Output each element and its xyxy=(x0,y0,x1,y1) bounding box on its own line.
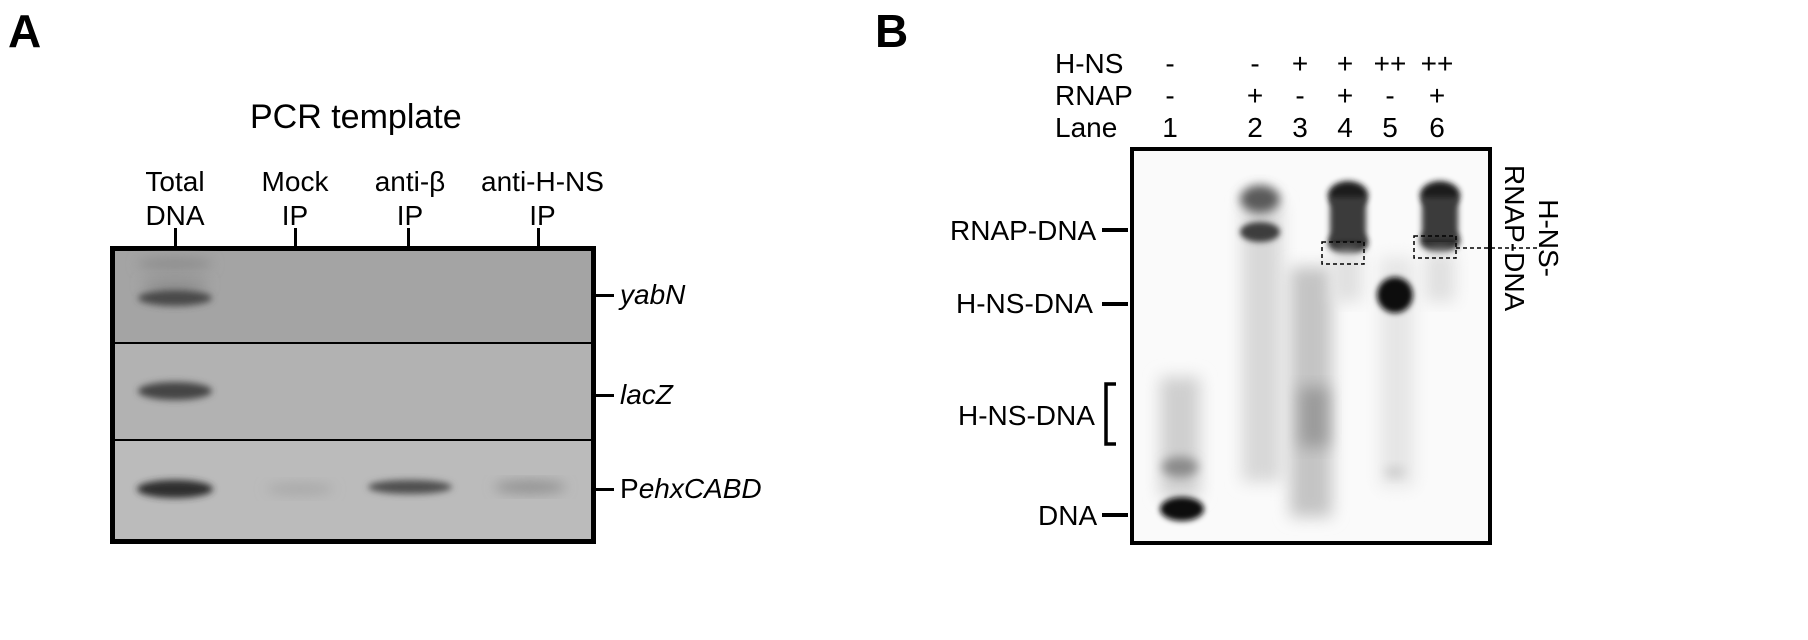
band-tick xyxy=(1102,302,1128,306)
hns-value-lane-2: - xyxy=(1250,48,1260,79)
lane-tick xyxy=(537,228,540,248)
row-label-lacz: lacZ xyxy=(620,379,673,410)
rnap-value-lane-4: + xyxy=(1336,80,1354,111)
dashed-box xyxy=(1321,241,1365,265)
band-label-rnap-dna: RNAP-DNA xyxy=(950,215,1097,246)
lane-number-4: 4 xyxy=(1337,112,1353,143)
rnap-value-lane-6: + xyxy=(1428,80,1446,111)
condition-label-lane: Lane xyxy=(1055,112,1118,143)
row-label-pehxcabd: PehxCABD xyxy=(620,473,762,504)
gel-b-image xyxy=(1130,147,1492,545)
gel-a-image xyxy=(110,246,596,544)
row-label-yabn: yabN xyxy=(620,279,686,310)
complex-label-hns-rnap-dna: H-NS- RNAP-DNA xyxy=(1499,165,1564,312)
rnap-value-lane-3: - xyxy=(1295,80,1305,111)
lane-tick xyxy=(407,228,410,248)
bracket-icon xyxy=(1104,382,1116,446)
row-tick xyxy=(596,394,614,397)
hns-value-lane-6: ++ xyxy=(1420,48,1454,79)
band-label-hns-dna-smear: H-NS-DNA xyxy=(958,400,1095,431)
hns-value-lane-1: - xyxy=(1165,48,1175,79)
lane-number-6: 6 xyxy=(1429,112,1445,143)
hns-value-lane-4: + xyxy=(1336,48,1354,79)
panel-b-letter: B xyxy=(875,5,909,57)
lane-number-2: 2 xyxy=(1247,112,1263,143)
lane-number-1: 1 xyxy=(1162,112,1178,143)
condition-label-rnap: RNAP xyxy=(1055,80,1133,111)
panel-a-letter: A xyxy=(8,5,42,57)
row-tick xyxy=(596,294,614,297)
lane-tick xyxy=(174,228,177,248)
dashed-box xyxy=(1413,235,1457,259)
pcr-template-title: PCR template xyxy=(250,98,462,136)
row-tick xyxy=(596,488,614,491)
lane-number-5: 5 xyxy=(1382,112,1398,143)
rnap-value-lane-1: - xyxy=(1165,80,1175,111)
lane-number-3: 3 xyxy=(1292,112,1308,143)
rnap-value-lane-2: + xyxy=(1246,80,1264,111)
condition-label-hns: H-NS xyxy=(1055,48,1124,79)
hns-value-lane-5: ++ xyxy=(1373,48,1407,79)
lane-tick xyxy=(294,228,297,248)
band-label-dna: DNA xyxy=(1038,500,1098,531)
hns-value-lane-3: + xyxy=(1291,48,1309,79)
band-tick xyxy=(1102,513,1128,517)
band-tick xyxy=(1102,228,1128,232)
band-label-hns-dna: H-NS-DNA xyxy=(956,288,1093,319)
rnap-value-lane-5: - xyxy=(1385,80,1395,111)
